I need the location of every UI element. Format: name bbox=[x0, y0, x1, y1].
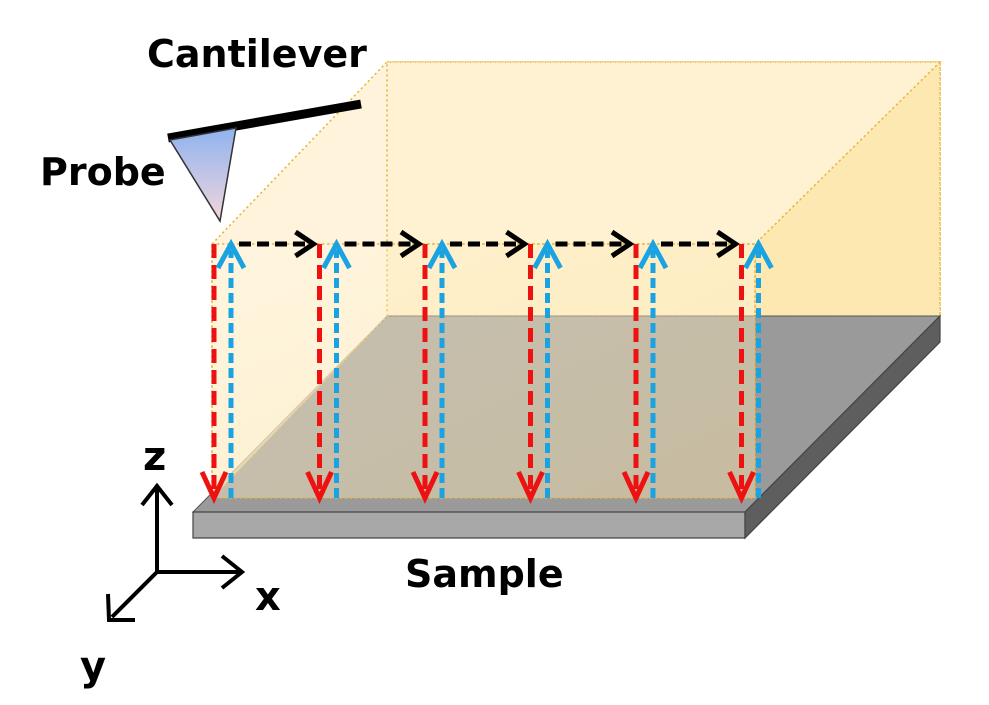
lateral-arrow-head bbox=[505, 229, 530, 259]
sample-label: Sample bbox=[405, 552, 564, 596]
axis-z-label: z bbox=[143, 434, 166, 480]
lateral-arrow-head bbox=[610, 229, 635, 259]
approach-arrow-head bbox=[410, 470, 440, 504]
lateral-arrow-head bbox=[716, 229, 741, 259]
cantilever-probe bbox=[167, 99, 362, 224]
approach-arrow-head bbox=[727, 470, 756, 504]
coordinate-axes bbox=[106, 482, 246, 622]
retract-arrow-head bbox=[532, 238, 563, 270]
approach-arrow-head bbox=[621, 470, 651, 504]
probe-tip bbox=[168, 127, 237, 224]
approach-arrow-head bbox=[516, 470, 545, 504]
lateral-arrow-head bbox=[399, 229, 424, 259]
axis-z-arrow bbox=[140, 482, 174, 572]
retract-arrow-head bbox=[743, 238, 774, 270]
scan-volume-front bbox=[211, 60, 756, 500]
approach-arrow-head bbox=[305, 470, 334, 504]
retract-arrow-head bbox=[637, 238, 669, 270]
cantilever-label: Cantilever bbox=[147, 32, 367, 76]
cantilever-beam bbox=[167, 99, 362, 143]
retract-arrow-head bbox=[426, 238, 458, 270]
retract-arrow-head bbox=[215, 238, 247, 270]
scan-volume-front-face bbox=[211, 243, 756, 499]
approach-arrow-head bbox=[199, 470, 229, 504]
axis-y-arrow bbox=[106, 570, 159, 622]
axis-y-label: y bbox=[80, 644, 106, 690]
sample-front-edge bbox=[192, 511, 746, 539]
axis-x-label: x bbox=[255, 574, 281, 620]
axis-x-arrow bbox=[157, 554, 246, 590]
retract-arrow-head bbox=[321, 238, 352, 270]
lateral-arrow-head bbox=[294, 229, 319, 259]
probe-label: Probe bbox=[40, 150, 166, 194]
sample-side-edge bbox=[744, 314, 941, 540]
scan-arrows bbox=[199, 229, 774, 504]
